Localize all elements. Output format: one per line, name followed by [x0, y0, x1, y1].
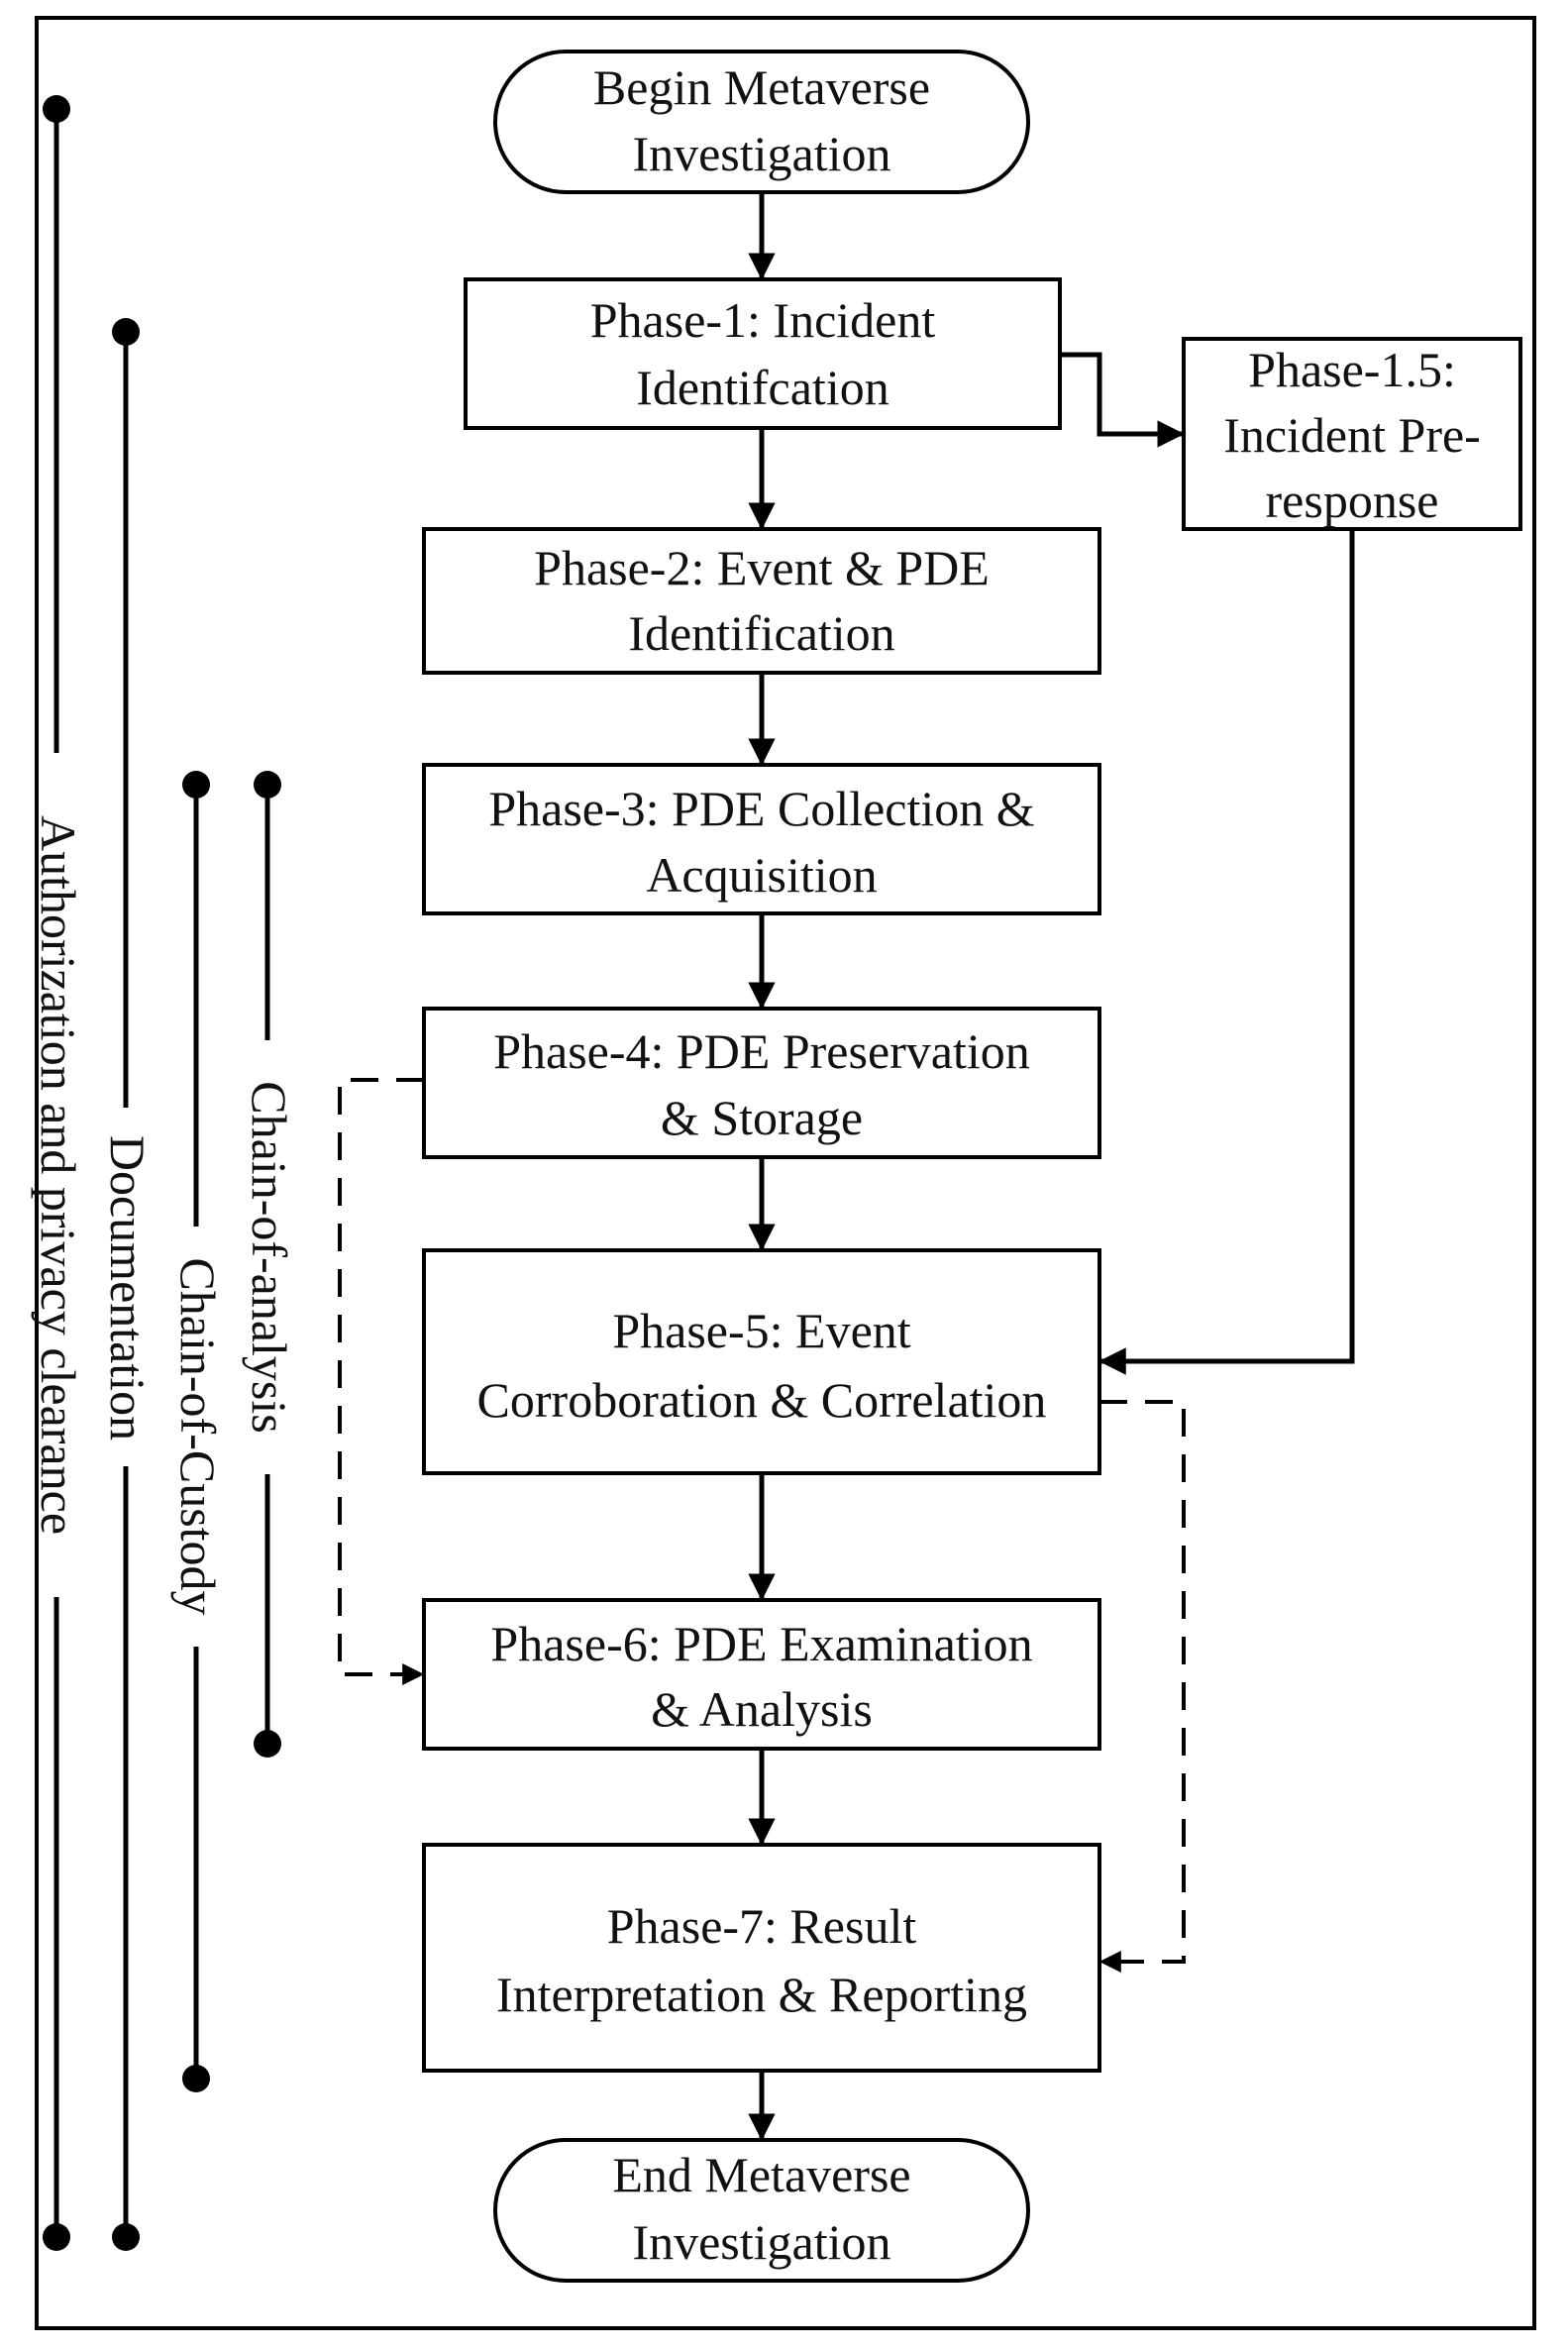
- chain-of-analysis-bottom-dot: [254, 1730, 281, 1758]
- phase-1-5-line-2: Incident Pre-: [1223, 407, 1481, 463]
- end-terminal: End Metaverse Investigation: [493, 2138, 1030, 2283]
- documentation-rail-bottom-dot: [112, 2223, 140, 2251]
- end-terminal-line-1: End Metaverse: [612, 2147, 910, 2202]
- phase-1-box: Phase-1: Incident Identifcation: [464, 277, 1062, 430]
- phase-7-box: Phase-7: Result Interpretation & Reporti…: [422, 1843, 1101, 2073]
- authorization-rail-top-dot: [43, 95, 70, 123]
- phase-6-line-2: & Analysis: [651, 1681, 873, 1737]
- start-terminal: Begin Metaverse Investigation: [493, 50, 1030, 194]
- start-terminal-line-2: Investigation: [632, 126, 890, 181]
- arrow-phase-1-to-phase-1-5: [1060, 352, 1185, 448]
- phase-3-box: Phase-3: PDE Collection & Acquisition: [422, 763, 1101, 915]
- phase-1-line-1: Phase-1: Incident: [590, 292, 936, 348]
- phase-6-box: Phase-6: PDE Examination & Analysis: [422, 1598, 1101, 1751]
- end-terminal-line-2: Investigation: [632, 2214, 890, 2270]
- phase-4-box: Phase-4: PDE Preservation & Storage: [422, 1007, 1101, 1159]
- chain-of-analysis-rail: Chain-of-analysis: [242, 771, 297, 1758]
- authorization-rail: Authorization and privacy clearance: [31, 95, 86, 2251]
- dashed-arrow-phase-5-to-phase-7: [1098, 1400, 1186, 1973]
- phase-6-line-1: Phase-6: PDE Examination: [490, 1616, 1032, 1671]
- chain-of-custody-bottom-dot: [182, 2065, 210, 2092]
- documentation-rail-top-dot: [112, 318, 140, 346]
- authorization-rail-label: Authorization and privacy clearance: [31, 815, 86, 1535]
- phase-3-line-1: Phase-3: PDE Collection &: [488, 781, 1034, 836]
- authorization-rail-bottom-dot: [43, 2223, 70, 2251]
- phase-4-line-1: Phase-4: PDE Preservation: [493, 1023, 1030, 1079]
- phase-4-line-2: & Storage: [661, 1090, 863, 1145]
- documentation-rail: Documentation: [100, 318, 156, 2251]
- phase-7-line-2: Interpretation & Reporting: [496, 1967, 1027, 2022]
- start-terminal-line-1: Begin Metaverse: [593, 59, 930, 115]
- arrow-phase-1-5-to-phase-5: [1098, 529, 1355, 1375]
- phase-2-line-2: Identification: [628, 605, 894, 661]
- phase-3-line-2: Acquisition: [646, 847, 877, 903]
- dashed-arrow-phase-4-to-phase-6: [338, 1078, 425, 1685]
- chain-of-analysis-label: Chain-of-analysis: [242, 1081, 297, 1433]
- phase-2-line-1: Phase-2: Event & PDE: [534, 540, 990, 595]
- phase-1-5-box: Phase-1.5: Incident Pre- response: [1182, 337, 1522, 531]
- phase-2-box: Phase-2: Event & PDE Identification: [422, 527, 1101, 675]
- phase-7-line-1: Phase-7: Result: [607, 1898, 917, 1954]
- chain-of-custody-top-dot: [182, 771, 210, 799]
- chain-of-analysis-top-dot: [254, 771, 281, 799]
- documentation-rail-label: Documentation: [100, 1135, 156, 1441]
- phase-1-line-2: Identifcation: [636, 360, 889, 415]
- phase-5-line-2: Corroboration & Correlation: [477, 1372, 1047, 1428]
- chain-of-custody-label: Chain-of-Custody: [170, 1257, 226, 1615]
- phase-1-5-line-1: Phase-1.5:: [1248, 342, 1456, 397]
- chain-of-custody-rail: Chain-of-Custody: [170, 771, 226, 2092]
- phase-5-box: Phase-5: Event Corroboration & Correlati…: [422, 1248, 1101, 1475]
- phase-5-line-1: Phase-5: Event: [612, 1303, 910, 1358]
- phase-1-5-line-3: response: [1266, 473, 1439, 528]
